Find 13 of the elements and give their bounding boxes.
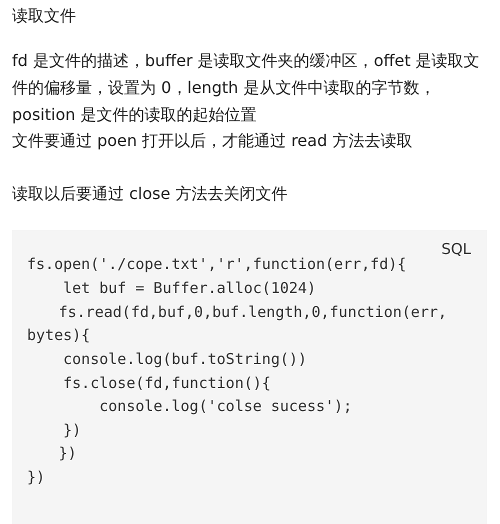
language-label: SQL bbox=[441, 240, 471, 258]
heading: 读取文件 bbox=[12, 5, 77, 27]
paragraph: fd 是文件的描述，buffer 是读取文件夹的缓冲区，offet 是读取文件的偏移量，设置为 0，length 是从文件中读取的字节数，position 是文件的读取的起始位置 bbox=[12, 50, 481, 126]
code-line: }) bbox=[27, 467, 46, 488]
code-line: fs.open('./cope.txt','r',function(err,fd){ bbox=[27, 254, 408, 275]
code-line: console.log('colse sucess'); bbox=[98, 396, 354, 417]
code-line: fs.close(fd,function(){ bbox=[62, 373, 272, 394]
paragraph: 读取以后要通过 close 方法去关闭文件 bbox=[12, 183, 288, 205]
code-line: }) bbox=[58, 443, 78, 464]
code-line: let buf = Buffer.alloc(1024) bbox=[62, 278, 317, 299]
paragraph: 文件要通过 poen 打开以后，才能通过 read 方法去读取 bbox=[12, 130, 414, 152]
code-line: console.log(buf.toString()) bbox=[62, 349, 308, 370]
code-line: }) bbox=[62, 420, 82, 441]
